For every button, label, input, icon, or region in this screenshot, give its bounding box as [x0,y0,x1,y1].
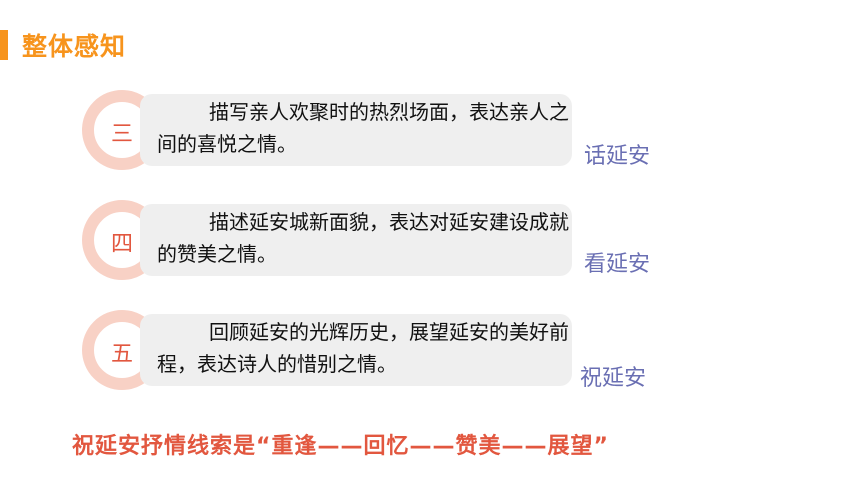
stanza-number: 五 [110,342,133,367]
stanza-row-3: 三 描写亲人欢聚时的热烈场面，表达亲人之间的喜悦之情。 话延安 [0,90,860,200]
stanza-description: 描写亲人欢聚时的热烈场面，表达亲人之间的喜悦之情。 [157,100,569,156]
title-accent-bar [0,30,8,60]
stanza-label: 看延安 [584,252,651,277]
stanza-number: 四 [110,232,133,257]
text-card [140,204,572,276]
page-title: 整体感知 [22,32,127,61]
stanza-description: 描述延安城新面貌，表达对延安建设成就的赞美之情。 [157,210,569,266]
stanza-row-4: 四 描述延安城新面貌，表达对延安建设成就的赞美之情。 看延安 [0,200,860,310]
stanza-description: 回顾延安的光辉历史，展望延安的美好前程，表达诗人的惜别之情。 [157,320,569,376]
stanza-number: 三 [110,122,133,147]
summary-line: 祝延安抒情线索是“重逢——回忆——赞美——展望” [72,434,609,459]
stanza-label: 话延安 [584,144,651,169]
text-card [140,314,572,386]
stanza-label: 祝延安 [580,366,647,391]
stanza-row-5: 五 回顾延安的光辉历史，展望延安的美好前程，表达诗人的惜别之情。 祝延安 [0,310,860,420]
text-card [140,94,572,166]
